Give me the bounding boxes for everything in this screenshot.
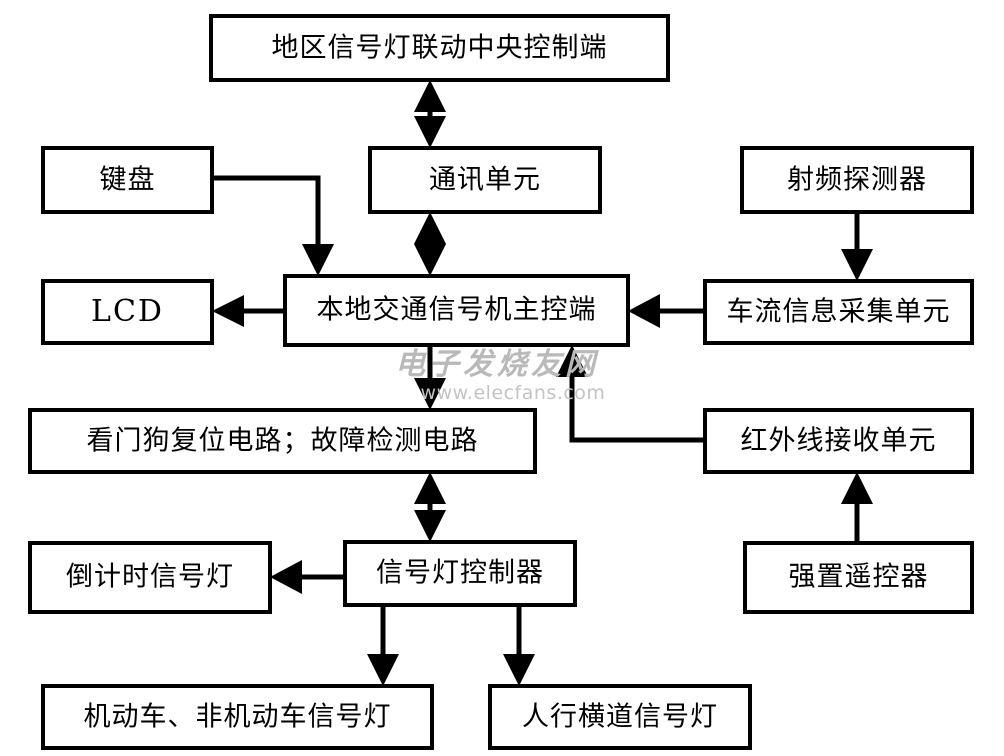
watermark: 电子发烧友网 www.elecfans.com (395, 347, 605, 404)
node-remote-control[interactable]: 强置遥控器 (743, 541, 974, 614)
arrow-head-up (414, 472, 446, 504)
arrow-head-left (270, 560, 302, 594)
node-main-controller-label: 本地交通信号机主控端 (317, 295, 597, 326)
node-lcd[interactable]: LCD (41, 279, 214, 345)
node-traffic-collect[interactable]: 车流信息采集单元 (703, 279, 974, 345)
node-keyboard[interactable]: 键盘 (41, 146, 214, 214)
watermark-brand-text: 电子发烧友网 (395, 347, 599, 382)
node-central-control-label: 地区信号灯联动中央控制端 (272, 33, 608, 64)
arrow-head-up (414, 212, 446, 244)
connector-signal-controller-to-countdown (270, 560, 345, 594)
arrow-head-up (556, 345, 588, 377)
connector-comm-to-central (414, 80, 446, 148)
arrow-head-down (414, 378, 446, 410)
node-vehicle-lights[interactable]: 机动车、非机动车信号灯 (41, 684, 434, 750)
connector-main-to-lcd (212, 295, 285, 327)
node-comm-unit-label: 通讯单元 (429, 165, 541, 196)
connector-main-to-watchdog (414, 345, 446, 410)
node-crosswalk-lights[interactable]: 人行横道信号灯 (488, 684, 752, 750)
node-vehicle-lights-label: 机动车、非机动车信号灯 (84, 702, 392, 733)
node-traffic-collect-label: 车流信息采集单元 (727, 297, 951, 328)
arrow-head-up (414, 80, 446, 112)
node-comm-unit[interactable]: 通讯单元 (368, 146, 602, 214)
arrow-head-up (841, 472, 873, 504)
arrow-head-down (414, 116, 446, 148)
arrow-head-down (367, 654, 399, 686)
arrow-head-left (212, 295, 244, 327)
node-crosswalk-lights-label: 人行横道信号灯 (522, 702, 718, 733)
connector-traffic-to-main (628, 294, 705, 328)
connector-ir-to-main (556, 345, 705, 443)
connector-rf-to-traffic (841, 212, 873, 281)
connector-remote-to-ir (841, 472, 873, 543)
connector-signal-controller-to-crosswalk-lights (503, 605, 535, 686)
node-central-control[interactable]: 地区信号灯联动中央控制端 (209, 14, 670, 82)
node-lcd-label: LCD (91, 294, 164, 329)
arrow-head-down (414, 244, 446, 276)
node-signal-controller-label: 信号灯控制器 (376, 558, 544, 589)
node-remote-control-label: 强置遥控器 (789, 562, 929, 593)
node-ir-receiver[interactable]: 红外线接收单元 (703, 408, 974, 474)
node-rf-detector-label: 射频探测器 (787, 165, 927, 196)
connector-signal-controller-to-vehicle-lights (367, 605, 399, 686)
node-main-controller[interactable]: 本地交通信号机主控端 (283, 274, 630, 347)
arrow-head-left (628, 294, 660, 328)
node-keyboard-label: 键盘 (100, 165, 156, 196)
connector-keyboard-to-main (212, 175, 334, 276)
node-countdown-light-label: 倒计时信号灯 (66, 562, 234, 593)
watermark-url-text: www.elecfans.com (421, 382, 606, 404)
node-rf-detector[interactable]: 射频探测器 (740, 146, 974, 214)
arrow-head-down (414, 510, 446, 542)
arrow-head-down (841, 249, 873, 281)
node-signal-controller[interactable]: 信号灯控制器 (343, 540, 577, 607)
node-countdown-light[interactable]: 倒计时信号灯 (28, 541, 272, 614)
node-watchdog[interactable]: 看门狗复位电路；故障检测电路 (28, 408, 537, 474)
connector-watchdog-to-signal-controller (414, 472, 446, 542)
connector-main-to-comm (414, 212, 446, 276)
arrow-head-down (503, 654, 535, 686)
arrow-head-down (302, 244, 334, 276)
node-watchdog-label: 看门狗复位电路；故障检测电路 (87, 426, 479, 457)
node-ir-receiver-label: 红外线接收单元 (741, 426, 937, 457)
